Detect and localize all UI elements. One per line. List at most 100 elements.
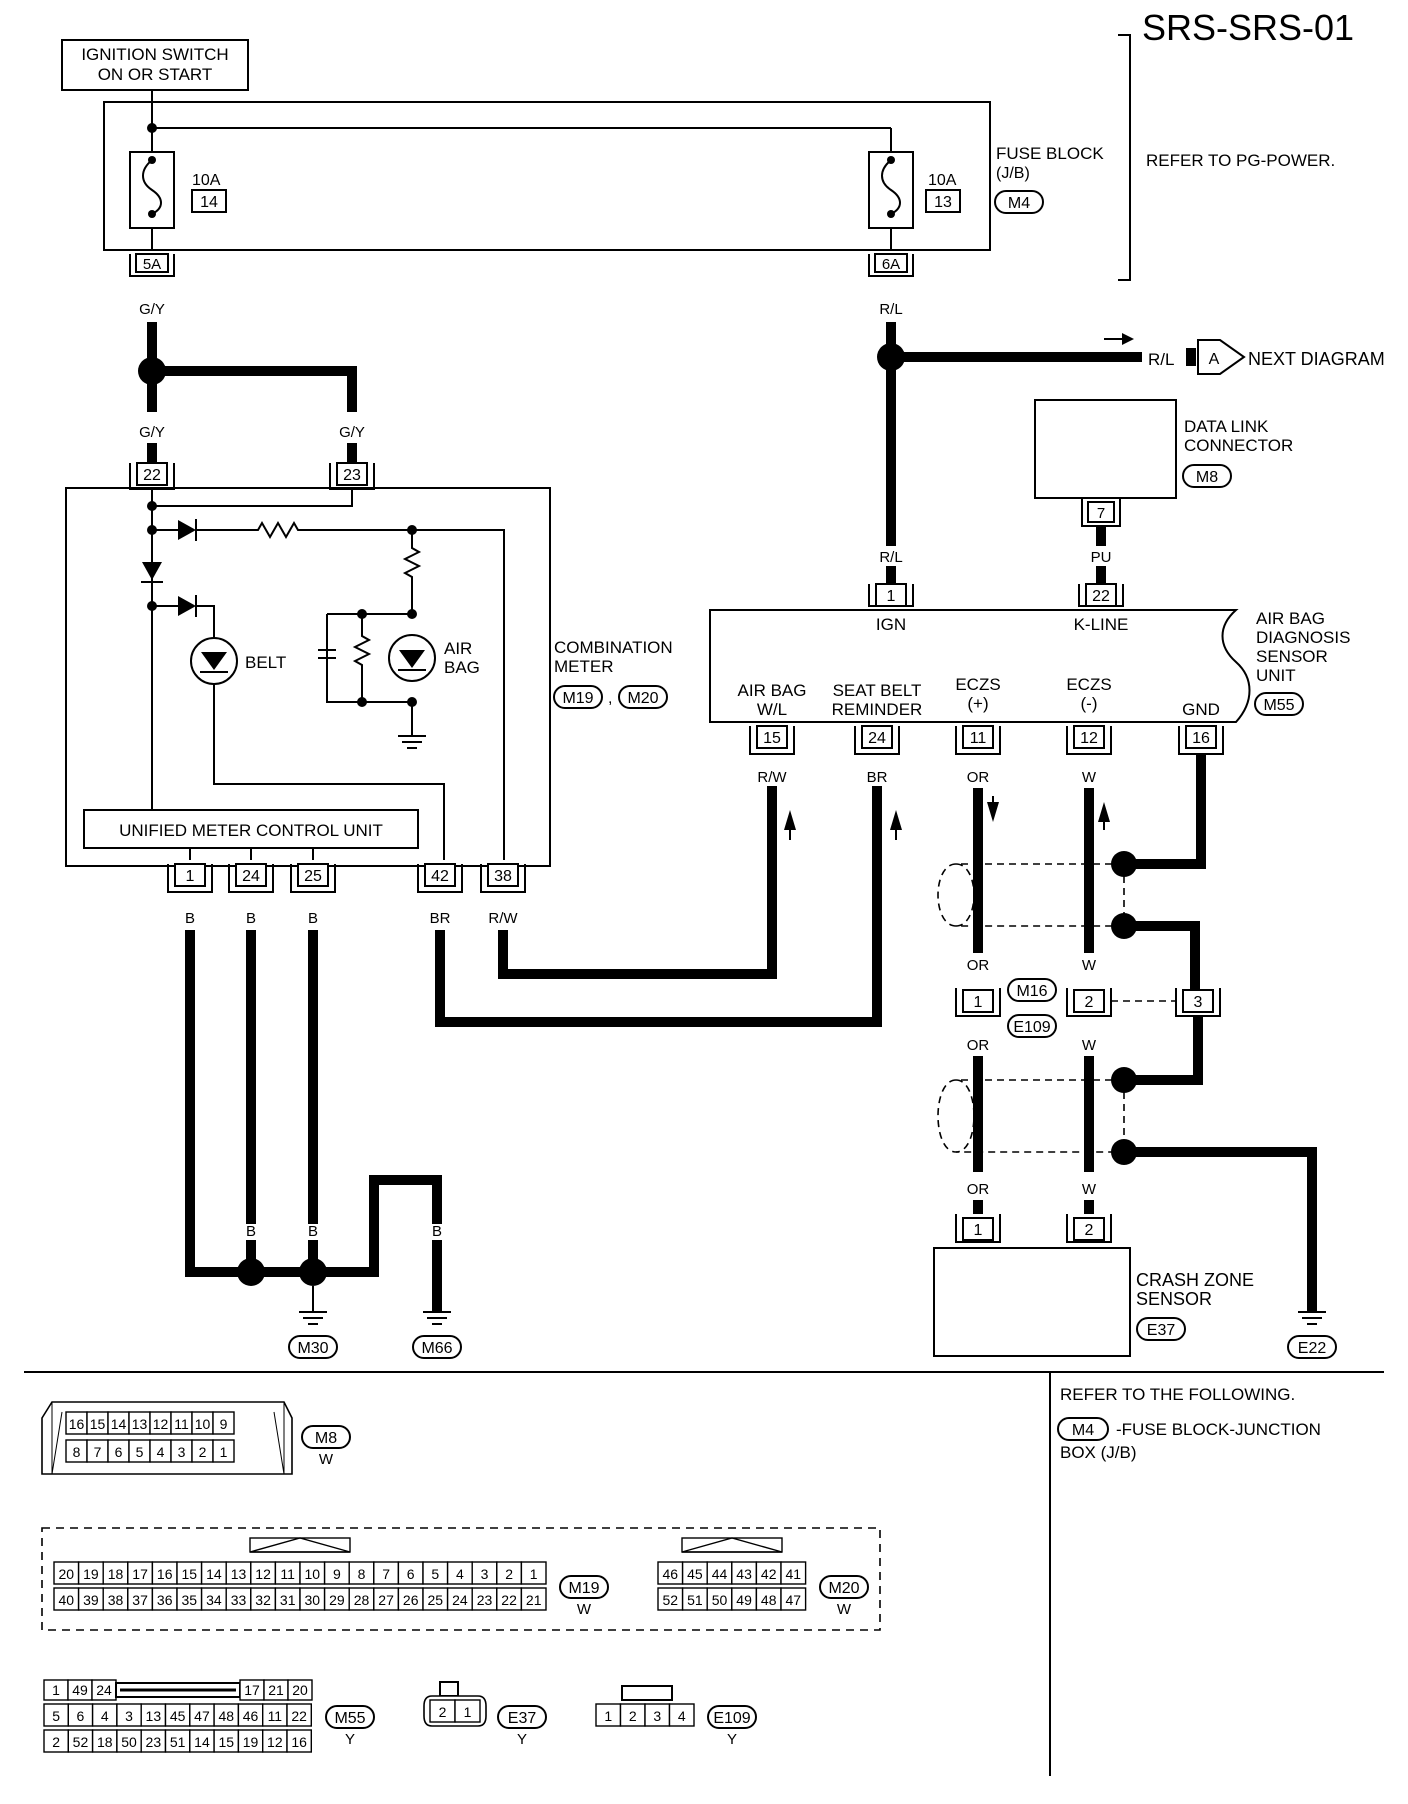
ground-e22: E22 bbox=[1298, 1340, 1327, 1357]
ground-m30: M30 bbox=[297, 1340, 328, 1357]
e37-tag: E37 bbox=[508, 1710, 537, 1727]
svg-text:24: 24 bbox=[242, 868, 260, 885]
svg-text:1: 1 bbox=[974, 994, 983, 1011]
fuse-block-sub: (J/B) bbox=[996, 165, 1030, 182]
m19-row2-pin: 33 bbox=[231, 1592, 247, 1608]
fuse-block-connector: M4 bbox=[1008, 195, 1030, 212]
m19-row2-pin: 38 bbox=[108, 1592, 124, 1608]
e37-pin: 1 bbox=[464, 1704, 472, 1720]
m55-row1-left-pin: 49 bbox=[72, 1682, 88, 1698]
m19-row1-pin: 4 bbox=[456, 1566, 464, 1582]
m19-row1-pin: 13 bbox=[231, 1566, 247, 1582]
svg-text:42: 42 bbox=[431, 868, 449, 885]
m55-row2-pin: 13 bbox=[146, 1708, 162, 1724]
terminal-cm-38: 38 bbox=[480, 863, 526, 893]
m19-row1-pin: 10 bbox=[305, 1566, 321, 1582]
m20-row1-pin: 43 bbox=[736, 1566, 752, 1582]
svg-text:38: 38 bbox=[494, 868, 512, 885]
m8-row2-pin: 2 bbox=[199, 1444, 207, 1460]
wire-gy-3: G/Y bbox=[339, 424, 365, 441]
refer-pg-power: REFER TO PG-POWER. bbox=[1146, 151, 1335, 170]
m20-row2-pin: 50 bbox=[712, 1592, 728, 1608]
m55-row2-pin: 22 bbox=[291, 1708, 307, 1724]
combination-meter-conn2: M20 bbox=[627, 690, 658, 707]
next-diagram-wire-color: R/L bbox=[1148, 350, 1174, 369]
m55-row2-pin: 47 bbox=[194, 1708, 210, 1724]
m55-row2-pin: 4 bbox=[101, 1708, 109, 1724]
m19-row2-pin: 27 bbox=[378, 1592, 394, 1608]
wire-b-5: B bbox=[246, 1223, 256, 1240]
m19-row2-pin: 21 bbox=[526, 1592, 542, 1608]
m19-row2-pin: 39 bbox=[83, 1592, 99, 1608]
m20-row2-pin: 49 bbox=[736, 1592, 752, 1608]
wire-rw-2: R/W bbox=[757, 769, 787, 786]
m20-row2-pin: 52 bbox=[663, 1592, 679, 1608]
m19-row1-pin: 20 bbox=[59, 1566, 75, 1582]
combination-meter-label-1: COMBINATION bbox=[554, 638, 673, 657]
m20-row2-pin: 51 bbox=[687, 1592, 703, 1608]
m8-row1-pin: 16 bbox=[69, 1416, 85, 1432]
m8-color: W bbox=[319, 1451, 334, 1468]
e37-color: Y bbox=[517, 1731, 527, 1748]
m8-row2-pin: 1 bbox=[220, 1444, 228, 1460]
m19-row1-pin: 11 bbox=[280, 1566, 295, 1582]
terminal-adu-1: 1 bbox=[868, 583, 914, 607]
svg-text:2: 2 bbox=[1085, 1222, 1094, 1239]
wire-or-3: OR bbox=[967, 1037, 990, 1054]
m19-row2-pin: 35 bbox=[182, 1592, 198, 1608]
m8-row2-pin: 5 bbox=[136, 1444, 144, 1460]
m55-row3-pin: 19 bbox=[243, 1734, 259, 1750]
adu-ign-label: IGN bbox=[876, 615, 906, 634]
airbag-lamp-label-2: BAG bbox=[444, 658, 480, 677]
m8-row1-pin: 13 bbox=[132, 1416, 148, 1432]
terminal-adu-16: 16 bbox=[1178, 725, 1224, 755]
combination-meter-label-2: METER bbox=[554, 657, 614, 676]
m55-row3-pin: 2 bbox=[52, 1734, 60, 1750]
m19-row1-pin: 2 bbox=[505, 1566, 513, 1582]
wire-w-2: W bbox=[1082, 957, 1097, 974]
wire-b-1: B bbox=[185, 910, 195, 927]
fuse-block bbox=[103, 101, 991, 251]
m19-row2-pin: 32 bbox=[255, 1592, 271, 1608]
joint-connector-top: M16 bbox=[1016, 983, 1047, 1000]
m55-row1-right-pin: 21 bbox=[268, 1682, 284, 1698]
terminal-dlc-7: 7 bbox=[1081, 498, 1121, 527]
m20-row1-pin: 44 bbox=[712, 1566, 728, 1582]
m55-row2-pin: 11 bbox=[268, 1708, 283, 1724]
m55-row3-pin: 50 bbox=[121, 1734, 137, 1750]
m20-color: W bbox=[837, 1601, 852, 1618]
wire-or-1: OR bbox=[967, 769, 990, 786]
wire-or-2: OR bbox=[967, 957, 990, 974]
m19-row1-pin: 7 bbox=[382, 1566, 390, 1582]
m8-row2-pin: 3 bbox=[178, 1444, 186, 1460]
svg-text:23: 23 bbox=[343, 467, 361, 484]
svg-text:24: 24 bbox=[868, 730, 886, 747]
m55-row2-pin: 3 bbox=[125, 1708, 133, 1724]
svg-text:25: 25 bbox=[304, 868, 322, 885]
m19-row2-pin: 29 bbox=[329, 1592, 345, 1608]
svg-text:1: 1 bbox=[186, 868, 195, 885]
wire-rl-2: R/L bbox=[879, 549, 902, 566]
data-link-label-2: CONNECTOR bbox=[1184, 436, 1293, 455]
m55-row3-pin: 52 bbox=[73, 1734, 89, 1750]
adu-eczs-minus-1: ECZS bbox=[1066, 675, 1111, 694]
m19-row2-pin: 37 bbox=[132, 1592, 148, 1608]
terminal-crash-2: 2 bbox=[1066, 1214, 1112, 1243]
wire-br-1: BR bbox=[430, 910, 451, 927]
wire-pu: PU bbox=[1091, 549, 1112, 566]
m55-color: Y bbox=[345, 1731, 355, 1748]
data-link-connector bbox=[1034, 399, 1177, 499]
m19-row2-pin: 40 bbox=[59, 1592, 75, 1608]
adu-seatbelt-1: SEAT BELT bbox=[833, 681, 922, 700]
crash-zone-sensor bbox=[933, 1247, 1131, 1357]
e109-color: Y bbox=[727, 1731, 737, 1748]
m19-row1-pin: 8 bbox=[358, 1566, 366, 1582]
m55-row3-pin: 15 bbox=[218, 1734, 234, 1750]
e109-pin: 2 bbox=[629, 1708, 637, 1724]
m55-row1-left-pin: 24 bbox=[96, 1682, 112, 1698]
m19-row2-pin: 34 bbox=[206, 1592, 222, 1608]
m55-row1-left-pin: 1 bbox=[52, 1682, 60, 1698]
terminal-adu-12: 12 bbox=[1066, 725, 1112, 755]
m19-row2-pin: 30 bbox=[305, 1592, 321, 1608]
